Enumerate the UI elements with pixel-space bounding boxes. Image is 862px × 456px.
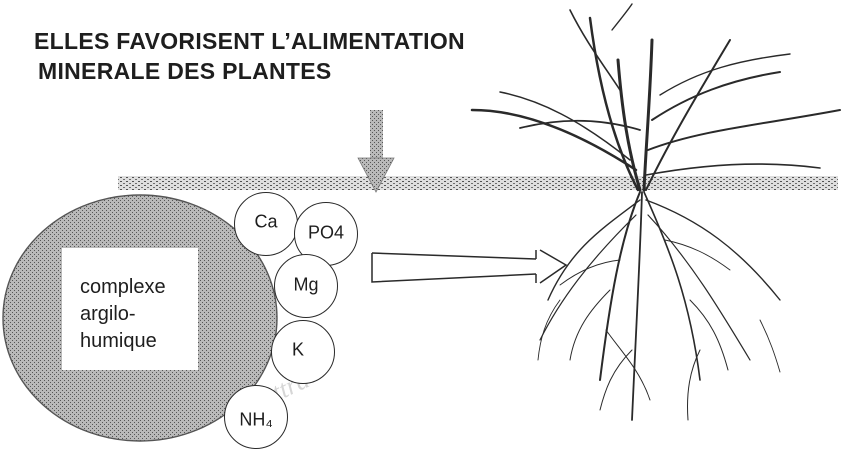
title-line-1: ELLES FAVORISENT L’ALIMENTATION — [34, 28, 465, 55]
complex-label-line-3: humique — [80, 330, 157, 353]
complex-label-line-1: complexe — [80, 276, 166, 299]
ion-nh4-label: NH₄ — [239, 410, 272, 431]
ion-po4-label: PO4 — [308, 223, 344, 244]
ion-mg-label: Mg — [293, 275, 318, 296]
ion-ca-label: Ca — [254, 212, 277, 233]
roots — [538, 192, 780, 420]
soil-surface-line — [118, 176, 838, 190]
plant — [472, 4, 840, 190]
ion-k-label: K — [292, 340, 304, 361]
arrow-to-roots — [372, 250, 566, 283]
complex-label-line-2: argilo- — [80, 303, 136, 326]
title-line-2: MINERALE DES PLANTES — [38, 58, 332, 85]
